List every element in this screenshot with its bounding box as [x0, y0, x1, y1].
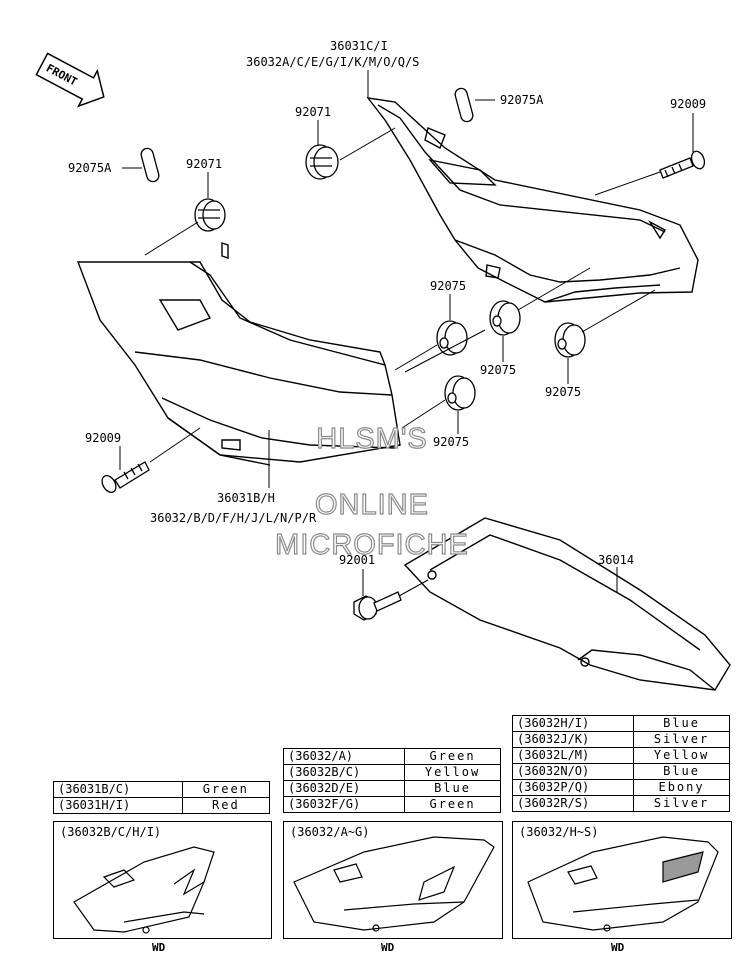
code-cell: (36032H/I): [511, 715, 635, 732]
color-cell: Yellow: [404, 764, 501, 781]
left-side-cover: [76, 242, 401, 466]
code-cell: (36032/A): [282, 748, 406, 765]
label-36014: 36014: [598, 553, 634, 567]
table-row: (36032P/Q) Ebony: [511, 779, 730, 796]
variant-box-a-g: (36032/A~G): [283, 821, 503, 939]
damper-92075-a: [436, 320, 468, 356]
bolt-92009-right: [659, 150, 706, 179]
damper-92071-upper: [305, 144, 339, 180]
damper-92075-b: [489, 300, 521, 336]
table-row: (36032J/K) Silver: [511, 731, 730, 748]
table-row: (36032B/C) Yellow: [282, 764, 501, 781]
color-cell: Yellow: [633, 747, 730, 764]
color-cell: Green: [404, 796, 501, 813]
variant-box-h-s: (36032/H~S): [512, 821, 732, 939]
label-92075-c: 92075: [545, 385, 581, 399]
variant-box-b-c-h-i: (36032B/C/H/I): [53, 821, 272, 939]
label-36031c-i: 36031C/I: [330, 39, 388, 53]
color-table-36032-h-s: (36032H/I) Blue (36032J/K) Silver (36032…: [511, 715, 730, 812]
damper-92075-c: [554, 322, 586, 358]
color-cell: Red: [181, 797, 271, 814]
label-92001: 92001: [339, 553, 375, 567]
table-row: (36031H/I) Red: [53, 797, 271, 814]
color-cell: Silver: [633, 731, 730, 748]
table-row: (36032/A) Green: [282, 748, 501, 765]
label-36032-b-r: 36032/B/D/F/H/J/L/N/P/R: [150, 511, 317, 525]
label-92009-right: 92009: [670, 97, 706, 111]
color-cell: Blue: [633, 763, 730, 780]
watermark-line-3: MICROFICHE: [275, 529, 469, 561]
wd-label-2: WD: [381, 941, 395, 954]
rubber-strip-left: [140, 147, 160, 183]
leader-lines: [119, 70, 694, 597]
color-cell: Ebony: [633, 779, 730, 796]
bolt-92001: [353, 591, 402, 621]
label-92075-d: 92075: [433, 435, 469, 449]
table-row: (36032L/M) Yellow: [511, 747, 730, 764]
code-cell: (36032J/K): [511, 731, 635, 748]
right-side-cover: [366, 97, 699, 303]
table-row: (36032R/S) Silver: [511, 795, 730, 812]
color-cell: Green: [404, 748, 501, 765]
color-cell: Green: [181, 781, 271, 798]
wd-label-3: WD: [611, 941, 625, 954]
color-table-36031: (36031B/C) Green (36031H/I) Red: [53, 781, 271, 814]
code-cell: (36031B/C): [53, 781, 183, 798]
color-cell: Blue: [633, 715, 730, 732]
code-cell: (36032L/M): [511, 747, 635, 764]
label-92075a-upper: 92075A: [500, 93, 544, 107]
code-cell: (36032R/S): [511, 795, 635, 812]
label-92075a-left: 92075A: [68, 161, 112, 175]
cover-variant-illustration: [73, 846, 215, 934]
watermark: HLSM'S ONLINE MICROFICHE: [275, 422, 469, 561]
bolt-92009-left: [101, 461, 150, 494]
code-cell: (36032P/Q): [511, 779, 635, 796]
code-cell: (36032D/E): [282, 780, 406, 797]
label-92075-b: 92075: [480, 363, 516, 377]
label-36032-a-s: 36032A/C/E/G/I/K/M/O/Q/S: [246, 55, 419, 69]
watermark-line-1: HLSM'S: [316, 423, 427, 455]
table-row: (36032F/G) Green: [282, 796, 501, 813]
table-row: (36032H/I) Blue: [511, 715, 730, 732]
variant-caption: (36032/A~G): [290, 825, 370, 839]
wd-label-1: WD: [152, 941, 166, 954]
code-cell: (36031H/I): [53, 797, 183, 814]
table-row: (36032D/E) Blue: [282, 780, 501, 797]
color-cell: Silver: [633, 795, 730, 812]
label-92075-a: 92075: [430, 279, 466, 293]
code-cell: (36032N/O): [511, 763, 635, 780]
damper-92071-left: [194, 198, 226, 232]
label-36031b-h: 36031B/H: [217, 491, 275, 505]
label-92009-left: 92009: [85, 431, 121, 445]
cover-variant-illustration: [293, 836, 495, 932]
label-92071-upper: 92071: [295, 105, 331, 119]
chain-cover: [403, 517, 731, 691]
code-cell: (36032F/G): [282, 796, 406, 813]
rubber-strip-upper: [454, 87, 474, 123]
table-row: (36032N/O) Blue: [511, 763, 730, 780]
variant-caption: (36032/H~S): [519, 825, 599, 839]
front-arrow: FRONT: [35, 52, 105, 108]
table-row: (36031B/C) Green: [53, 781, 271, 798]
code-cell: (36032B/C): [282, 764, 406, 781]
label-92071-left: 92071: [186, 157, 222, 171]
variant-caption: (36032B/C/H/I): [60, 825, 162, 839]
cover-variant-illustration: [527, 836, 719, 932]
damper-92075-d: [444, 375, 476, 411]
color-table-36032-a-g: (36032/A) Green (36032B/C) Yellow (36032…: [282, 748, 501, 813]
color-cell: Blue: [404, 780, 501, 797]
watermark-line-2: ONLINE: [315, 489, 429, 521]
